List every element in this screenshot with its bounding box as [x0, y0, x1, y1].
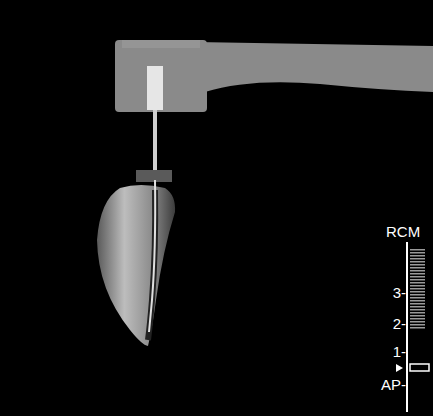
tooth — [97, 185, 175, 346]
endo-file — [149, 180, 155, 332]
file-shaft — [153, 110, 157, 180]
scale-tick-label: 3- — [393, 285, 406, 300]
indicator-box — [410, 364, 429, 371]
head-top — [122, 40, 200, 48]
handpiece-head — [115, 40, 207, 112]
scale-bar — [410, 248, 425, 330]
scale-tick-label: 1- — [393, 344, 406, 359]
rubber-stopper — [136, 170, 172, 182]
scale-tick-label: AP- — [381, 377, 406, 392]
handpiece-arm — [195, 42, 433, 92]
scale-tick-label: 2- — [393, 316, 406, 331]
scale-axis — [406, 242, 408, 412]
scale-title: RCM — [386, 224, 420, 239]
chuck — [147, 66, 163, 110]
marker-triangle — [396, 364, 403, 372]
